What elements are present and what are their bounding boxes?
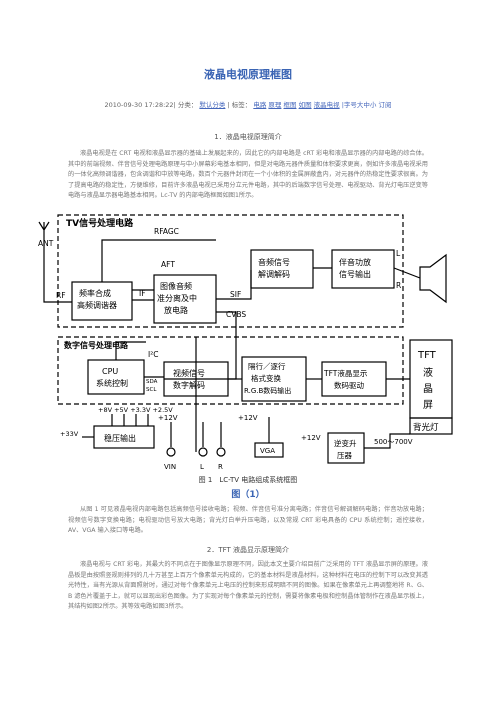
l-output-label: L [396,249,401,258]
tuner-label-2: 高频调谐器 [77,300,117,310]
deinterlace-label-3: R.G.B数码输出 [244,386,291,395]
tft-panel-label-3: 晶 [423,383,433,395]
inverter-label-2: 压器 [337,451,352,460]
tuner-label-1: 频率合成 [79,288,111,298]
tag-link-principle[interactable]: 原理 [268,101,282,109]
post-datetime: 2010-09-30 17:28:22| [104,101,176,109]
if-label: IF [139,289,146,298]
ant-label: ANT [38,239,54,248]
section1-heading: 1．液晶电视原理简介 [214,133,282,141]
tags-label: | 标签： [227,101,252,109]
audio-amp-block [331,249,395,289]
tft-panel-label-1: TFT [417,350,437,361]
block-diagram: TV信号处理电路 RFAGC ANT RF AFT IF 频率合成 高频调谐器 … [38,214,453,471]
ifproc-label-3: 放电路 [164,305,188,315]
cpu-label-1: CPU [102,367,118,376]
sound-decode-label-1: 音频信号 [258,257,290,267]
tft-panel-label-4: 屏 [423,399,433,411]
voltage-rails-label: +8V +5V +3.3V +2.5V [98,406,173,414]
vin-label: VIN [164,463,176,471]
figure-caption: 图 1 LC-TV 电路组成系统框图 [198,476,298,484]
sda-label: SDA [146,379,158,385]
section2-heading: 2．TFT 液晶显示原理简介 [206,546,290,554]
scl-label: SCL [146,387,157,393]
tag-link-block-diagram[interactable]: 框图 [283,101,297,109]
vga-label: VGA [260,447,275,455]
figure-label: 图（1） [231,490,265,500]
section2-paragraph: 液晶电视与 CRT 彩电，其最大的不同点在于图像显示原理不同，因此本文主要介绍目… [68,561,428,610]
cpu-label-2: 系统控制 [96,378,128,388]
section1-paragraph: 液晶电视是在 CRT 电视和液晶显示器的基础上发展起来的，因此它的内部电路是 c… [68,150,428,199]
cpu-block [87,359,145,395]
v12a-label: +12V [158,414,178,422]
v12c-label: +12V [301,434,321,442]
l-input-label: L [200,463,204,471]
tag-link-lcd-tv[interactable]: 液晶电视 [313,101,340,109]
post-meta: 2010-09-30 17:28:22| 分类： 默认分类 | 标签： 电路 原… [0,99,496,109]
tft-driver-block [321,361,387,397]
rf-label: RF [56,291,66,300]
tft-drive-label-1: TFT液晶显示 [323,368,368,378]
deinterlace-label-2: 格式变换 [251,373,281,383]
ifproc-label-2: 准分离及中 [157,293,197,303]
i2c-label: I²C [148,350,158,359]
video-decode-label-2: 数字解码 [173,380,205,390]
speaker-icon [419,253,447,304]
regulator-label: 稳压输出 [104,433,136,443]
r-output-label: R [396,281,401,290]
tft-drive-label-2: 数码驱动 [334,380,364,390]
inverter-label-1: 逆变升 [334,438,357,448]
tag-link-circuit[interactable]: 电路 [253,101,267,109]
sound-decoder-block [250,249,314,289]
audio-amp-label-1: 伴音功放 [339,257,371,267]
ifproc-label-1: 图像音频 [160,281,192,291]
sound-decode-label-2: 解调解码 [258,269,290,279]
aft-label: AFT [161,260,175,269]
antenna-icon [38,221,50,238]
v12b-label: +12V [238,414,258,422]
r-input-label: R [218,463,223,471]
tag-link-as-shown[interactable]: 如图 [298,101,312,109]
section1-followup-paragraph: 从图 1 可见液晶电视内部电路包括高频信号接收电路；视频、伴音信号准分离电路；伴… [68,506,428,534]
sif-label: SIF [230,290,241,299]
deinterlace-label-1: 隔行／逐行 [248,361,286,371]
backlight-block [409,417,453,435]
category-link[interactable]: 默认分类 [199,101,226,109]
category-label: 分类： [177,101,198,109]
page-title: 液晶电视原理框图 [204,68,292,81]
high-voltage-label: 500～700V [374,438,413,446]
digital-section-label: 数字信号处理电路 [64,340,129,350]
audio-amp-label-2: 信号输出 [339,269,371,279]
rfagc-label: RFAGC [154,227,179,236]
cvbs-label: CVBS [226,310,246,319]
tv-section-label: TV信号处理电路 [66,217,134,229]
tft-panel-label-2: 液 [423,366,433,379]
digital-section-frame [57,336,404,405]
v33-label: +33V [60,430,79,438]
video-decode-label-1: 视频信号 [173,368,205,378]
backlight-label: 背光灯 [413,422,439,433]
font-size-subscribe-links[interactable]: |字号大中小 订阅 [341,101,392,109]
